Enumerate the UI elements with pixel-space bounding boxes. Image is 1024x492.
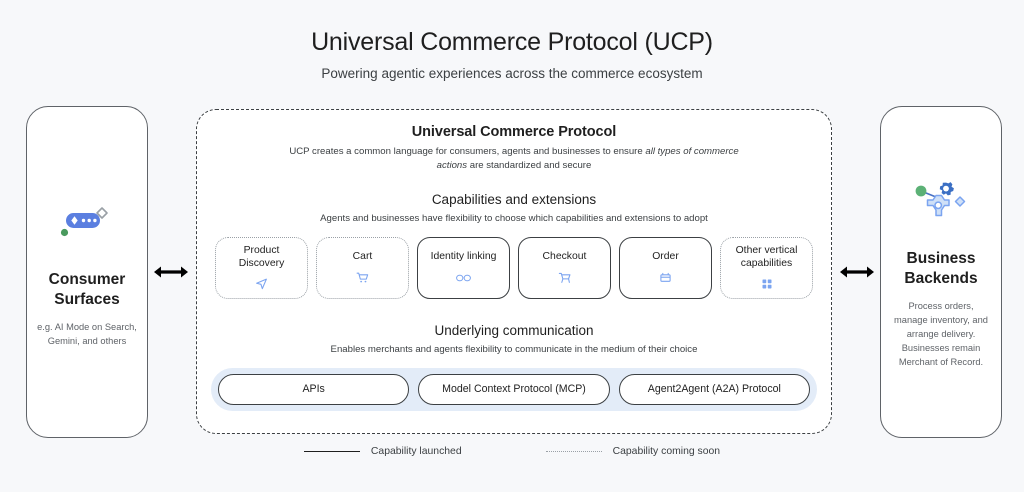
communication-pill-apis[interactable]: APIs [218, 373, 410, 405]
business-backend-gear-icon [910, 173, 972, 235]
legend: Capability launched Capability coming so… [0, 446, 1024, 457]
legend-item-coming-soon: Capability coming soon [545, 446, 721, 457]
legend-soon-label: Capability coming soon [612, 446, 721, 457]
main-columns: Consumer Surfaces e.g. AI Mode on Search… [0, 104, 1024, 439]
dotted-line-icon [545, 451, 602, 452]
double-arrow-right-icon [834, 263, 880, 281]
communication-header: Underlying communication Enables merchan… [211, 323, 817, 357]
grid-squares-icon [761, 277, 773, 290]
consumer-surfaces-description: e.g. AI Mode on Search, Gemini, and othe… [37, 321, 137, 346]
capability-card-order[interactable]: Order [619, 236, 712, 299]
consumer-surfaces-title: Consumer Surfaces [48, 271, 126, 309]
send-paper-plane-icon [255, 277, 268, 290]
capability-card-identity-linking[interactable]: Identity linking [417, 236, 510, 299]
shopping-cart-icon [356, 271, 369, 284]
protocol-desc-lead: UCP creates a common language for consum… [289, 146, 646, 157]
protocol-desc-tail: are standardized and secure [467, 159, 592, 171]
ucp-container: Universal Commerce Protocol UCP creates … [196, 109, 832, 434]
solid-line-icon [303, 451, 360, 452]
capabilities-header: Capabilities and extensions Agents and b… [211, 192, 817, 226]
capability-cards: Product Discovery Cart [211, 236, 817, 299]
capabilities-subtitle: Agents and businesses have flexibility t… [320, 212, 708, 224]
capability-card-checkout[interactable]: Checkout [518, 236, 611, 299]
capability-label: Checkout [542, 251, 587, 263]
protocol-description: UCP creates a common language for consum… [284, 145, 744, 173]
header: Universal Commerce Protocol (UCP) Poweri… [0, 0, 1024, 81]
page-title: Universal Commerce Protocol (UCP) [311, 28, 713, 56]
legend-item-launched: Capability launched [303, 446, 462, 457]
communication-section: Underlying communication Enables merchan… [211, 323, 817, 411]
capability-card-product-discovery[interactable]: Product Discovery [215, 236, 308, 299]
link-chain-icon [456, 271, 471, 284]
capability-card-other-vertical[interactable]: Other vertical capabilities [720, 236, 813, 299]
capabilities-section: Capabilities and extensions Agents and b… [211, 192, 817, 299]
legend-launched-label: Capability launched [370, 446, 462, 457]
protocol-header: Universal Commerce Protocol UCP creates … [211, 124, 817, 173]
capability-label: Identity linking [430, 251, 497, 263]
business-backends-description: Process orders, manage inventory, and ar… [894, 300, 988, 367]
capability-label: Product Discovery [238, 245, 285, 269]
capability-label: Other vertical capabilities [735, 245, 798, 269]
communication-subtitle: Enables merchants and agents flexibility… [330, 343, 698, 355]
business-backends-title: Business Backends [904, 250, 978, 288]
communication-pill-rail: APIs Model Context Protocol (MCP) Agent2… [211, 367, 817, 411]
communication-pill-mcp[interactable]: Model Context Protocol (MCP) [418, 373, 610, 405]
consumer-surface-capsule-icon [56, 194, 118, 256]
order-box-icon [659, 271, 672, 284]
double-arrow-left-icon [148, 263, 194, 281]
protocol-title: Universal Commerce Protocol [411, 124, 617, 140]
protocol-desc-italic: all types of commerce actions [436, 146, 739, 171]
capabilities-title: Capabilities and extensions [431, 191, 597, 207]
capability-label: Cart [352, 251, 373, 263]
page-subtitle: Powering agentic experiences across the … [321, 66, 703, 81]
consumer-surfaces-panel: Consumer Surfaces e.g. AI Mode on Search… [26, 105, 148, 438]
communication-pill-a2a[interactable]: Agent2Agent (A2A) Protocol [618, 373, 810, 405]
capability-label: Order [652, 251, 679, 263]
checkout-cart-icon [558, 271, 571, 284]
capability-card-cart[interactable]: Cart [316, 236, 409, 299]
communication-title: Underlying communication [434, 322, 594, 338]
business-backends-panel: Business Backends Process orders, manage… [880, 105, 1002, 438]
